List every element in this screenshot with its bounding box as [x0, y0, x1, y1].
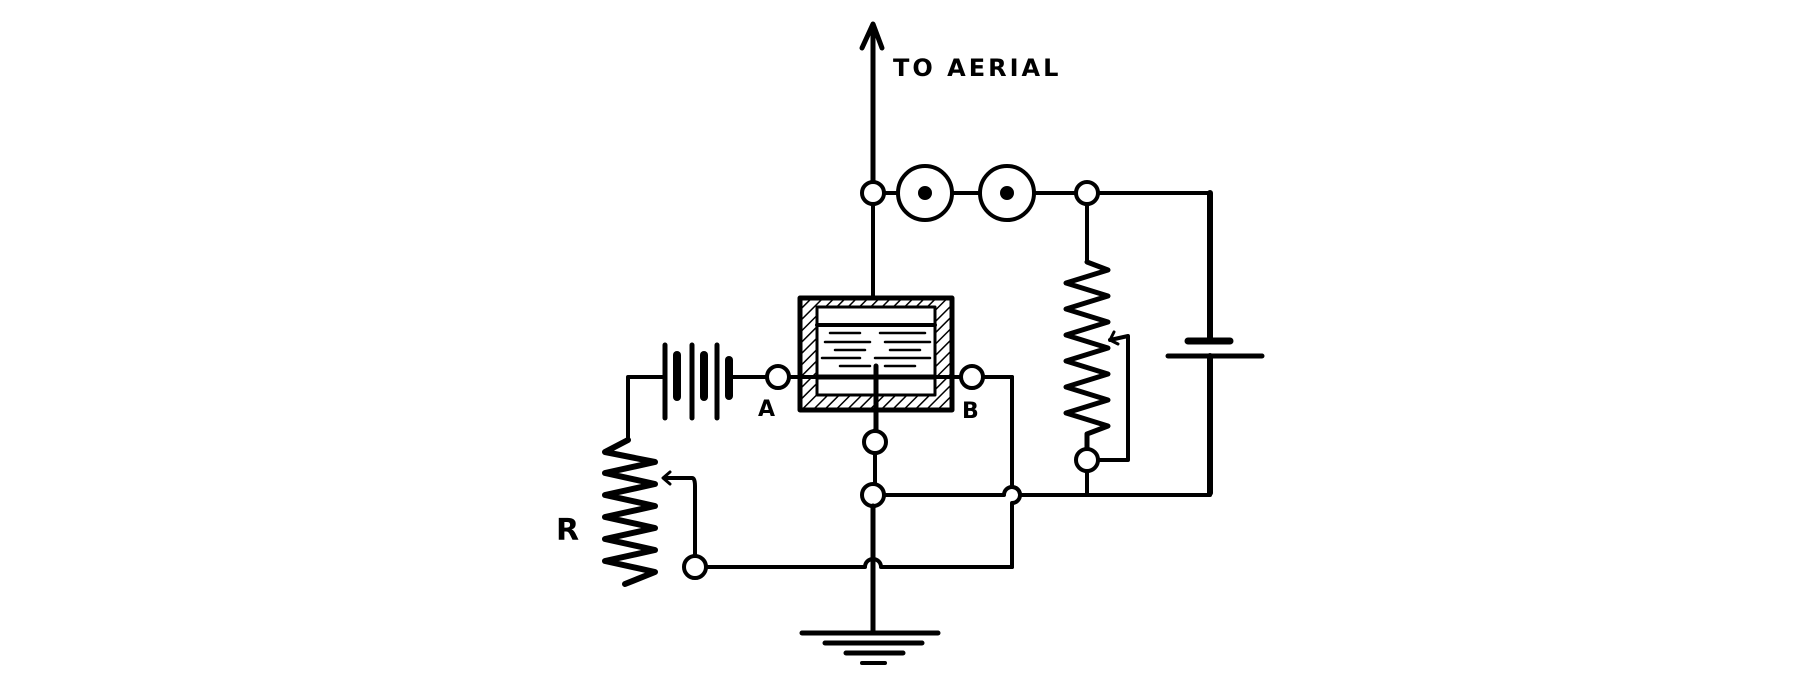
telephone-receiver-icon	[896, 164, 954, 222]
terminal-b-label: B	[962, 399, 979, 424]
telephone-receiver-icon	[978, 164, 1036, 222]
ground-icon	[799, 630, 941, 665]
potentiometer-tap-arrow-icon	[1097, 334, 1130, 462]
electrolytic-cell-icon	[797, 295, 955, 433]
terminal-node	[1074, 447, 1100, 473]
terminal-node	[682, 554, 708, 580]
terminal-a-label: A	[758, 397, 775, 422]
rheostat-tap-arrow-icon	[664, 476, 697, 557]
terminal-a-node	[765, 364, 791, 390]
terminal-node	[1074, 180, 1100, 206]
aerial-arrow-icon	[859, 21, 885, 184]
aerial-label: TO AERIAL	[893, 54, 1061, 82]
potentiometer-resistor-icon	[1063, 259, 1111, 451]
rheostat-icon	[602, 437, 658, 587]
battery-icon	[662, 342, 733, 421]
terminal-b-node	[959, 364, 985, 390]
terminal-node	[860, 180, 886, 206]
terminal-node	[862, 429, 888, 455]
terminal-node	[860, 482, 886, 508]
rheostat-label: R	[556, 513, 579, 548]
